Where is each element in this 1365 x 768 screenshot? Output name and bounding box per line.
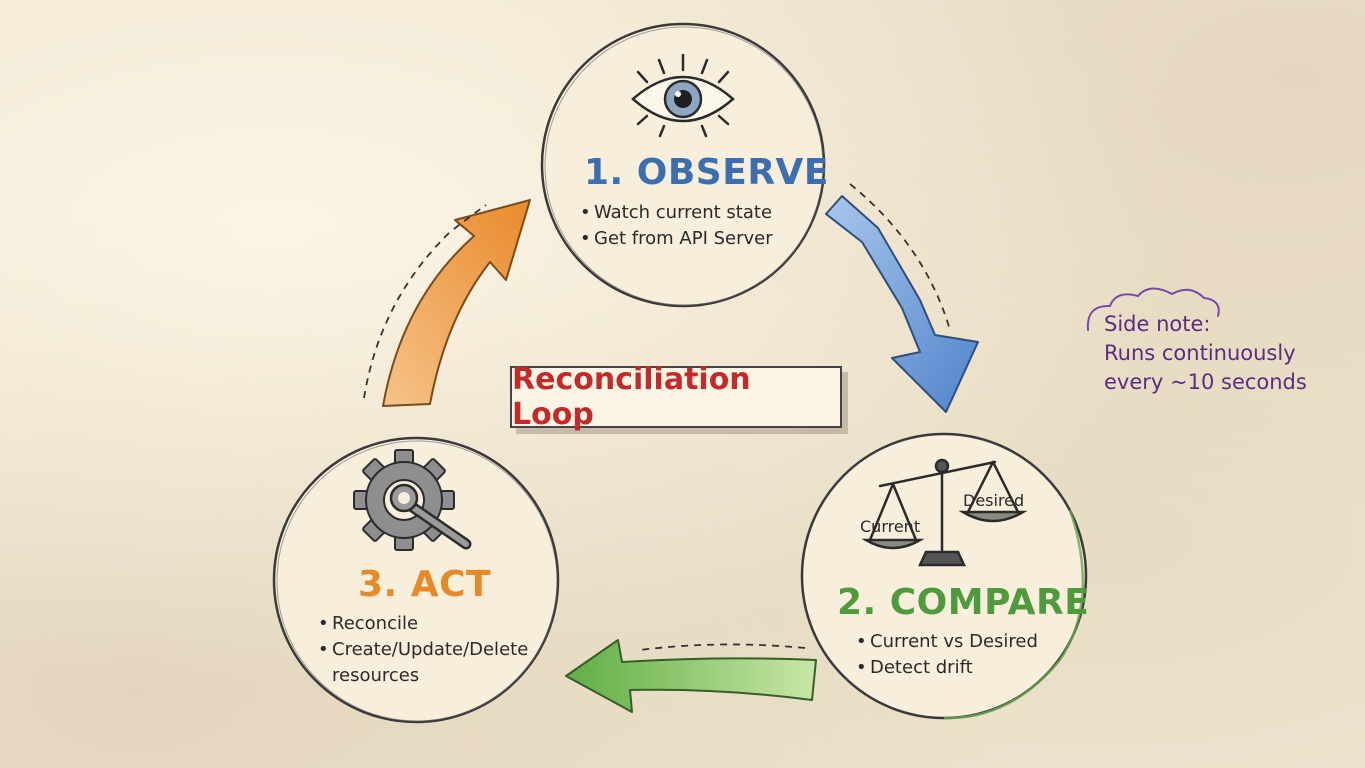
side-note-line: every ~10 seconds: [1104, 370, 1307, 394]
eye-icon: [631, 53, 735, 138]
step-observe-bullets: •Watch current state •Get from API Serve…: [580, 200, 773, 252]
list-item: •Reconcile: [318, 613, 419, 634]
arrow-act-to-observe: [363, 199, 531, 407]
list-item: •Detect drift: [856, 657, 973, 678]
list-item: •Current vs Desired: [856, 631, 1038, 652]
side-note-heading: Side note:: [1104, 312, 1211, 336]
arrow-compare-to-act: [565, 639, 817, 713]
step-compare-title: 2. COMPARE: [837, 582, 1090, 623]
gear-wrench-icon: [353, 449, 472, 551]
balance-scale-icon: [861, 458, 1028, 567]
side-note-line: Runs continuously: [1104, 341, 1296, 365]
side-note-cloud: [1086, 287, 1220, 331]
list-item: •Watch current state: [580, 202, 773, 223]
list-item: •Create/Update/Delete: [318, 639, 529, 660]
scale-label-current: Current: [860, 517, 921, 536]
list-item: resources: [332, 665, 420, 686]
diagram-title: Reconciliation Loop: [510, 362, 842, 432]
act-circle: [272, 436, 560, 724]
side-note: Side note: Runs continuously every ~10 s…: [1104, 310, 1307, 397]
step-observe-title: 1. OBSERVE: [584, 152, 829, 193]
step-compare-bullets: •Current vs Desired •Detect drift: [856, 629, 1038, 681]
arrow-observe-to-compare: [825, 183, 979, 413]
list-item: •Get from API Server: [580, 228, 773, 249]
scale-label-desired: Desired: [963, 491, 1025, 510]
step-act-bullets: •Reconcile •Create/Update/Delete resourc…: [318, 611, 528, 689]
observe-circle: [540, 22, 826, 308]
step-act-title: 3. ACT: [358, 564, 492, 605]
